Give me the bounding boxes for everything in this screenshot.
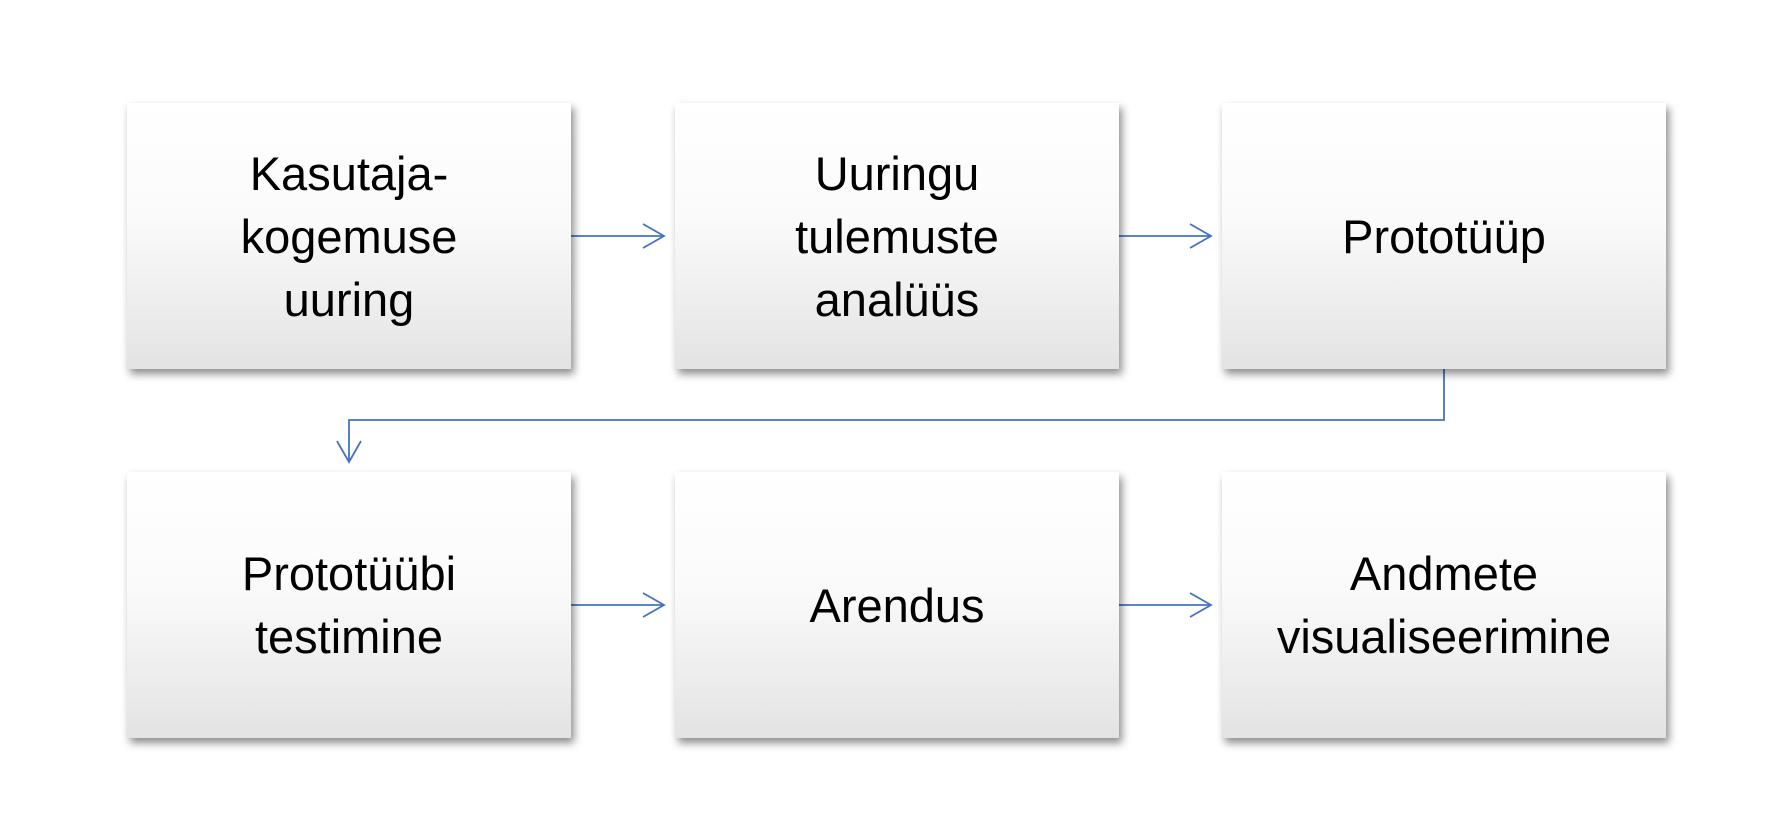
arrow-step-5-to-step-6 <box>1119 592 1213 618</box>
arrow-step-4-to-step-5 <box>571 592 666 618</box>
step-box-prototype: Prototüüp <box>1222 103 1666 369</box>
step-box-development: Arendus <box>675 472 1119 738</box>
step-box-data-visualization: Andmete visualiseerimine <box>1222 472 1666 738</box>
step-label: Kasutaja- kogemuse uuring <box>240 146 458 326</box>
arrow-step-2-to-step-3 <box>1119 223 1213 249</box>
step-label: Uuringu tulemuste analüüs <box>795 146 999 326</box>
step-box-prototype-testing: Prototüübi testimine <box>127 472 571 738</box>
step-label: Prototüüp <box>1342 209 1546 263</box>
step-label: Arendus <box>809 578 985 632</box>
step-label: Prototüübi testimine <box>241 547 457 663</box>
step-box-user-experience-research: Kasutaja- kogemuse uuring <box>127 103 571 369</box>
step-label: Andmete visualiseerimine <box>1276 547 1612 663</box>
step-box-research-results-analysis: Uuringu tulemuste analüüs <box>675 103 1119 369</box>
arrow-step-1-to-step-2 <box>571 223 666 249</box>
arrow-step-3-to-step-4 <box>336 369 1445 464</box>
